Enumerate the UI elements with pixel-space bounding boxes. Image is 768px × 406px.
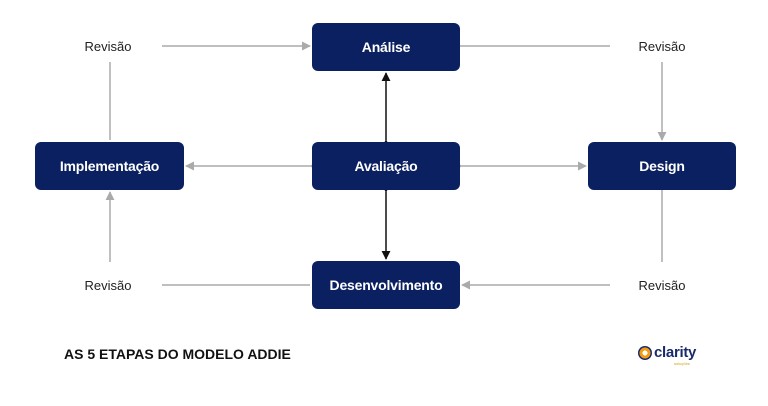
diagram-caption: AS 5 ETAPAS DO MODELO ADDIE bbox=[64, 346, 291, 362]
node-design: Design bbox=[588, 142, 736, 190]
clarity-logo-subtext: soluções bbox=[674, 361, 690, 366]
clarity-logo-icon bbox=[638, 346, 652, 360]
revisao-label-bottom-left: Revisão bbox=[84, 278, 132, 293]
clarity-logo-text: clarity bbox=[654, 344, 697, 361]
node-avaliacao: Avaliação bbox=[312, 142, 460, 190]
revisao-label-bottom-right: Revisão bbox=[638, 278, 686, 293]
node-analise: Análise bbox=[312, 23, 460, 71]
revisao-label-top-right: Revisão bbox=[638, 39, 686, 54]
revisao-label-top-left: Revisão bbox=[84, 39, 132, 54]
clarity-logo: clarity soluções bbox=[638, 344, 697, 366]
node-implementacao: Implementação bbox=[35, 142, 184, 190]
node-desenvolvimento: Desenvolvimento bbox=[312, 261, 460, 309]
